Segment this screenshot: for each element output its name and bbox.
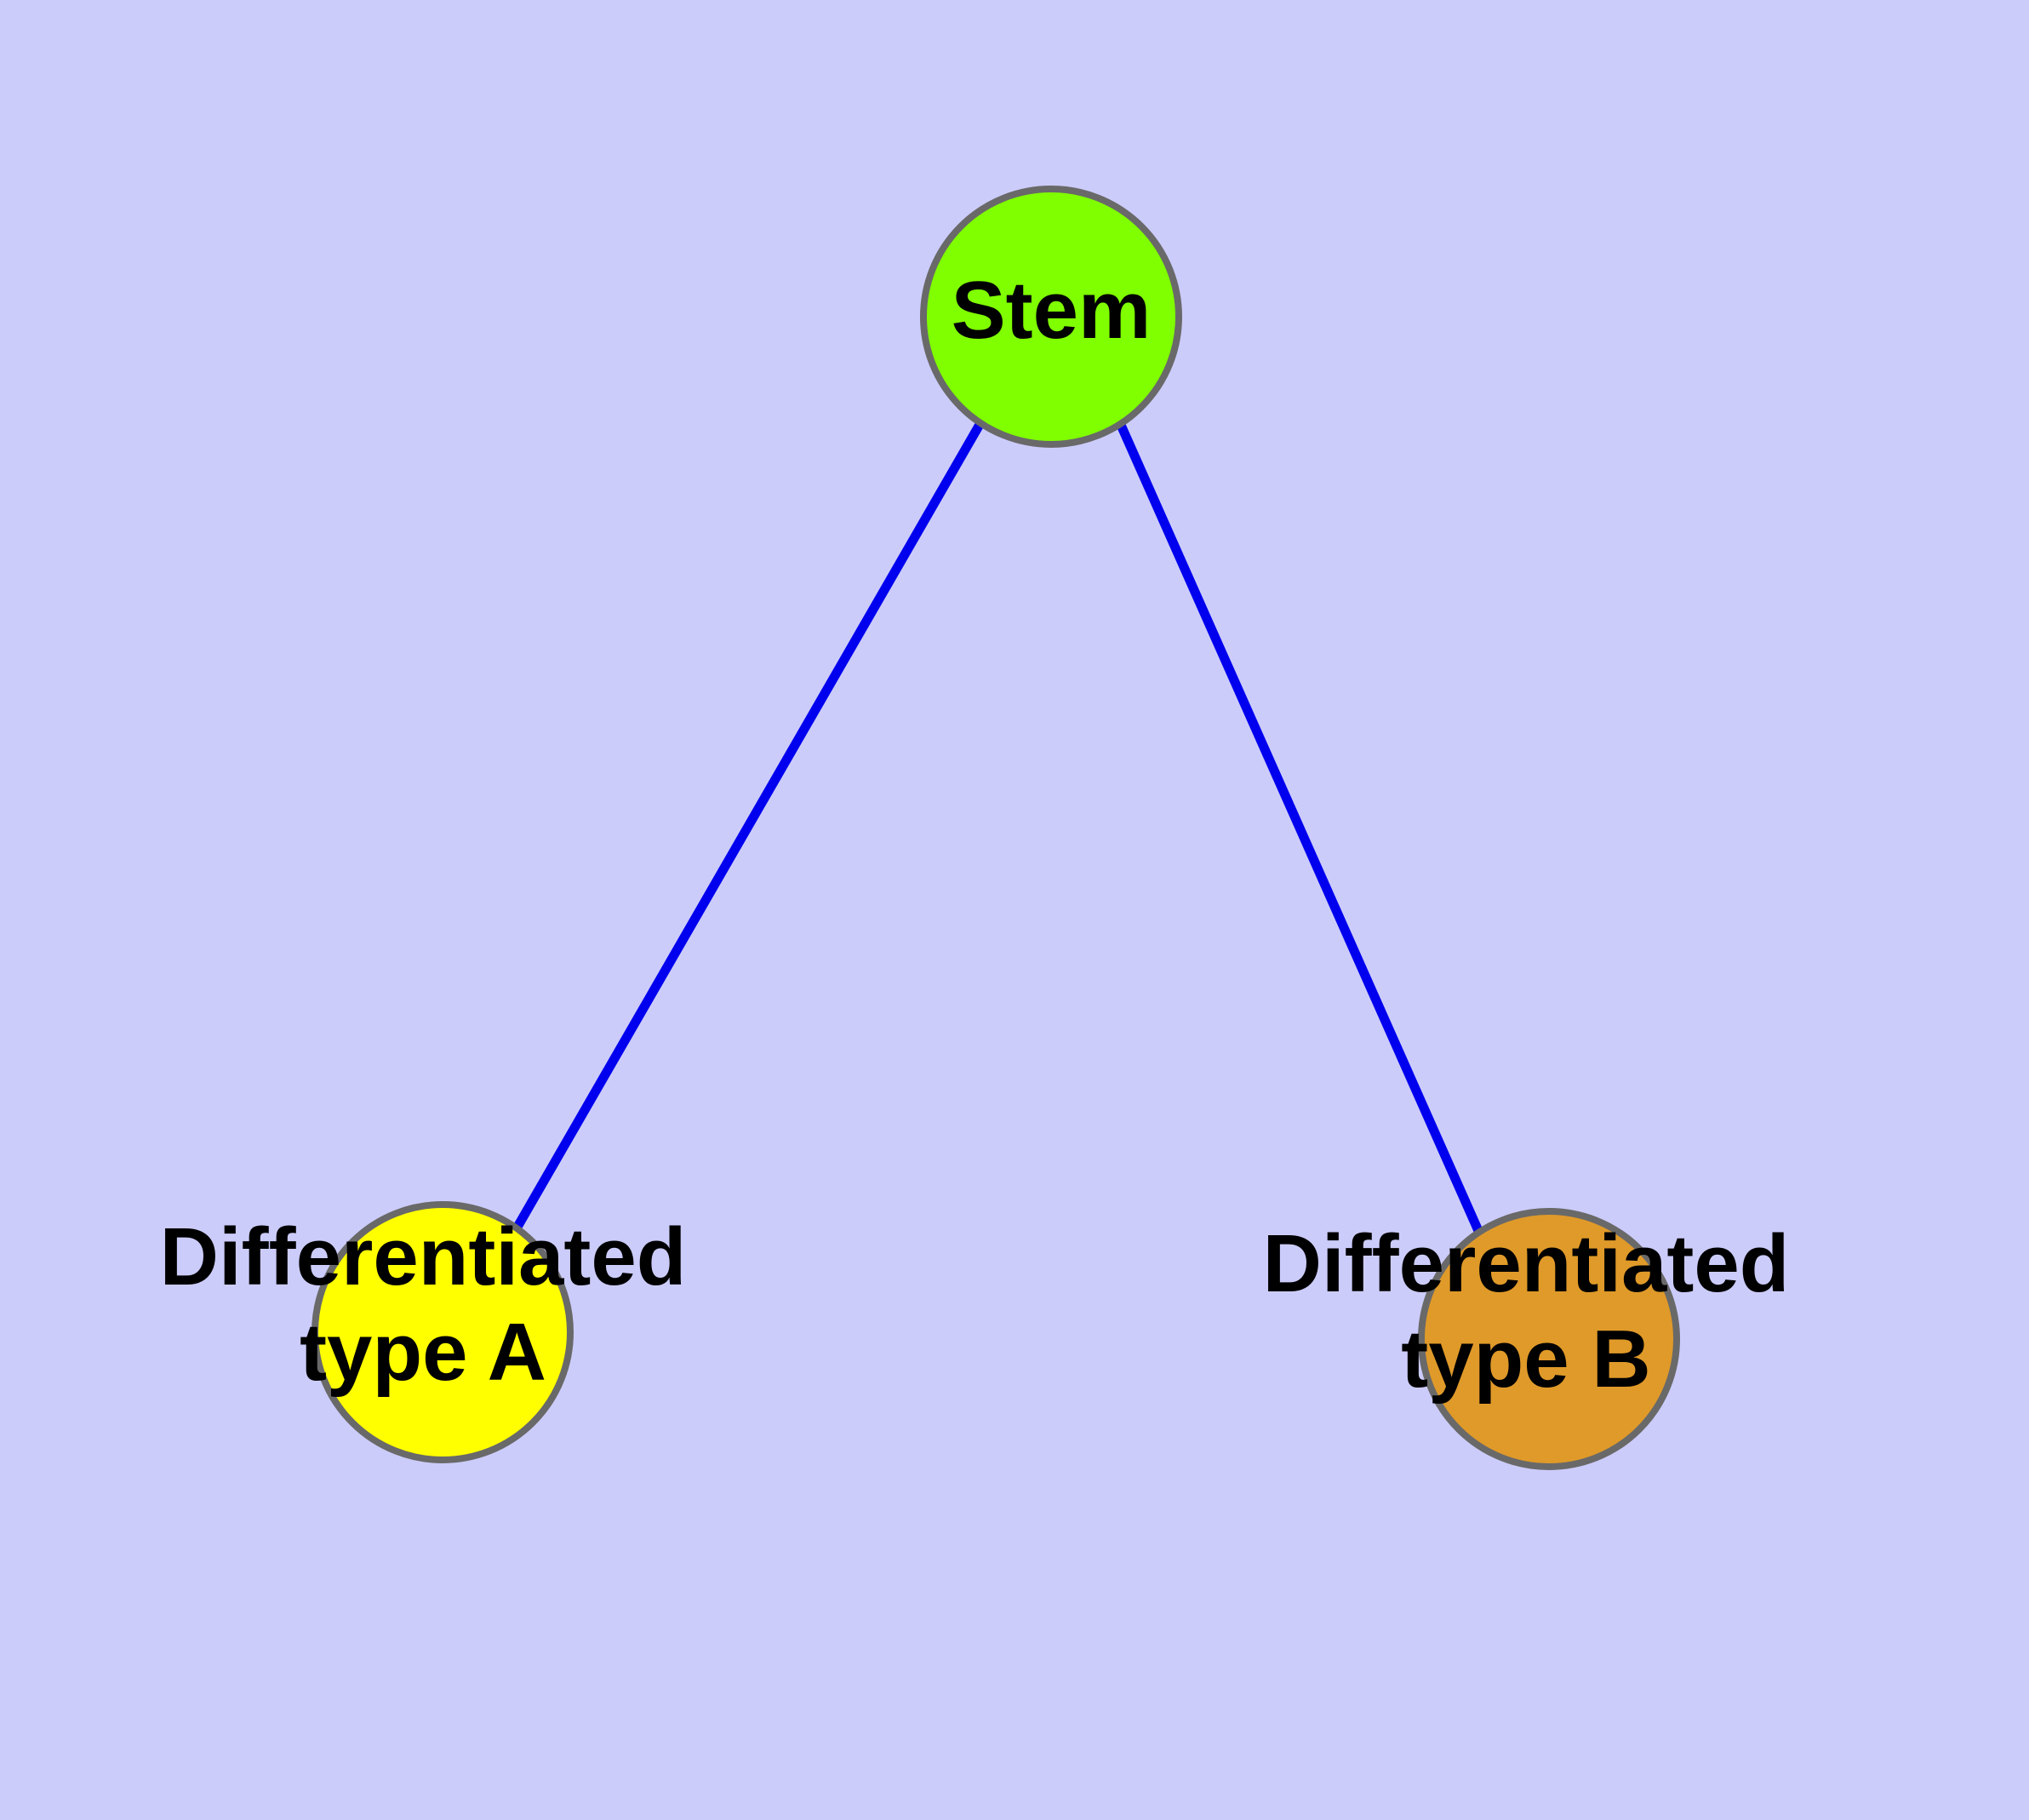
edge-stem-diff-a[interactable]: [512, 421, 985, 1231]
node-label-stem: Stem: [952, 265, 1152, 356]
node-label-line: Differentiated: [1263, 1218, 1790, 1309]
node-label-line: Stem: [952, 265, 1152, 356]
node-label-line: Differentiated: [160, 1211, 687, 1302]
edge-layer: [512, 421, 1484, 1235]
edge-stem-diff-b[interactable]: [1115, 421, 1484, 1235]
node-label-line: type A: [300, 1307, 546, 1398]
node-diff-b[interactable]: [1418, 1208, 1680, 1470]
node-stem[interactable]: [920, 186, 1182, 448]
node-diff-a[interactable]: [311, 1201, 574, 1463]
node-label-line: type B: [1401, 1313, 1650, 1405]
node-layer: [311, 186, 1680, 1470]
